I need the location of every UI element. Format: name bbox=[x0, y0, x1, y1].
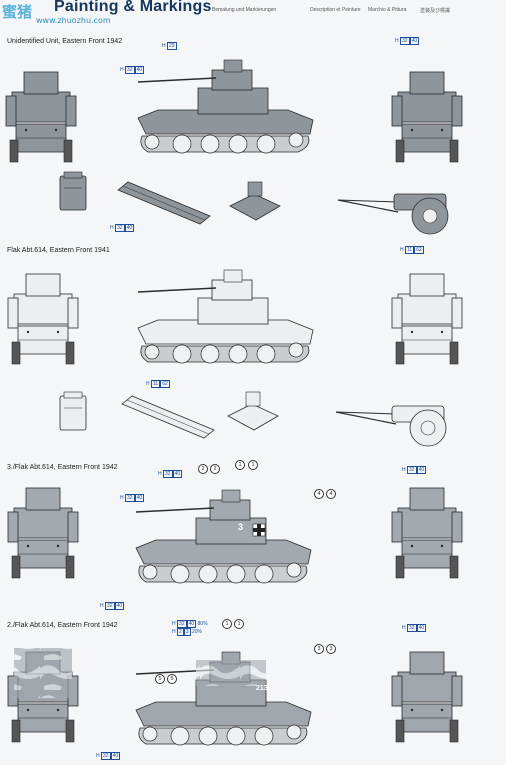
callout-marker: 5 bbox=[167, 674, 177, 684]
callout-marker: 3 bbox=[314, 644, 324, 654]
lang-label-de: Bemalung und Markierungen bbox=[212, 7, 277, 13]
side-view-2 bbox=[137, 269, 314, 364]
front-view-2 bbox=[7, 273, 79, 365]
section-label-1: Unidentified Unit, Eastern Front 1942 bbox=[7, 38, 123, 45]
callout-marker: 2 bbox=[210, 464, 220, 474]
callout-marker: 1 bbox=[235, 460, 245, 470]
section-3-drawings bbox=[7, 487, 463, 584]
callout-marker: 1 bbox=[248, 460, 258, 470]
balkenkreuz-marking-3 bbox=[252, 523, 266, 537]
turret-number-marking: 3 bbox=[238, 522, 244, 532]
page-title: Painting & Markings bbox=[54, 0, 212, 15]
lang-label-jp: 塗装及び標識 bbox=[420, 8, 451, 14]
trailer-1 bbox=[337, 193, 449, 235]
mount-1 bbox=[229, 181, 281, 221]
rear-view-2 bbox=[391, 273, 463, 365]
paint-ref-1c: H 29 bbox=[162, 42, 177, 50]
callout-marker: 2 bbox=[198, 464, 208, 474]
section-2-drawings bbox=[7, 269, 463, 447]
callout-marker: 3 bbox=[326, 644, 336, 654]
front-view-3 bbox=[7, 487, 79, 579]
callout-marker: 5 bbox=[155, 674, 165, 684]
rear-view-1 bbox=[391, 71, 463, 163]
section-label-3: 3./Flak Abt.614, Eastern Front 1942 bbox=[7, 464, 118, 471]
front-view-1 bbox=[5, 71, 77, 163]
callout-marker: 1 bbox=[234, 619, 244, 629]
plank-1 bbox=[117, 181, 211, 225]
lang-label-fr: Description et Peinture bbox=[310, 7, 361, 13]
section-4-drawings bbox=[7, 648, 463, 746]
rear-view-4 bbox=[391, 651, 463, 743]
watermark-logo: 蜜猪 bbox=[2, 3, 33, 21]
ammo-box-2 bbox=[59, 391, 87, 431]
callout-marker: 1 bbox=[222, 619, 232, 629]
callout-marker: 4 bbox=[314, 489, 324, 499]
trailer-2 bbox=[335, 405, 447, 447]
turret-number-marking: 213 bbox=[256, 685, 268, 692]
mount-2 bbox=[227, 391, 279, 431]
watermark-url: www.zhuozhu.com bbox=[36, 16, 111, 25]
callout-marker: 4 bbox=[326, 489, 336, 499]
plank-2 bbox=[121, 395, 215, 439]
rear-view-3 bbox=[391, 487, 463, 579]
lang-label-it: Marchio & Pittura bbox=[368, 7, 407, 13]
side-view-3 bbox=[135, 489, 312, 584]
section-1-drawings bbox=[5, 59, 463, 235]
section-label-4: 2./Flak Abt.614, Eastern Front 1942 bbox=[7, 622, 118, 629]
ammo-box-1 bbox=[59, 171, 87, 211]
page-header: 蜜猪 www.zhuozhu.com Painting & Markings B… bbox=[0, 0, 506, 25]
section-label-2: Flak Abt.614, Eastern Front 1941 bbox=[7, 247, 110, 254]
side-view-1 bbox=[137, 59, 314, 154]
